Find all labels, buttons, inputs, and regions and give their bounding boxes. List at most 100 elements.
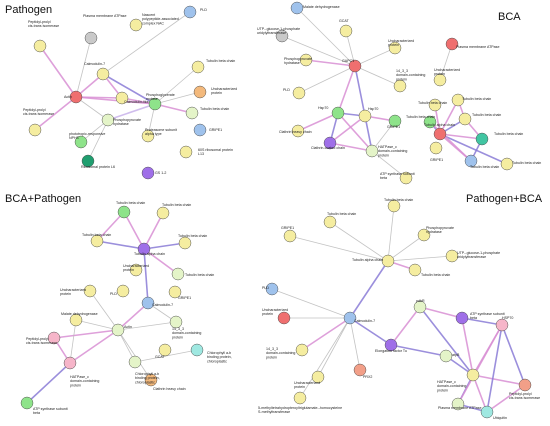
bca-node-hsp1[interactable] — [331, 106, 345, 120]
bca_pathogen-node-chl2[interactable] — [128, 355, 142, 369]
bca_pathogen-node-atp[interactable] — [20, 396, 34, 410]
bca_pathogen-node-label-pld: PLD — [110, 292, 117, 296]
pathogen-node-pld[interactable] — [183, 5, 197, 19]
bca-node-chc[interactable] — [291, 124, 305, 138]
pathogen_bca-node-utp[interactable] — [445, 249, 459, 263]
bca-node-talpha[interactable] — [433, 127, 447, 141]
bca-node-t2[interactable] — [428, 98, 442, 112]
pathogen_bca-node-talpha[interactable] — [381, 254, 395, 268]
pathogen_bca-node-unc2[interactable] — [311, 370, 325, 384]
pathogen-node-unc[interactable] — [193, 85, 207, 99]
bca_pathogen-edge-d14-act — [117, 321, 177, 331]
bca_pathogen-node-ppi[interactable] — [47, 331, 61, 345]
pathogen-node-prl[interactable] — [74, 135, 88, 149]
pathogen_bca-node-prx[interactable] — [353, 363, 367, 377]
bca-node-tb4[interactable] — [475, 132, 489, 146]
pathogen_bca-node-hsp90[interactable] — [495, 318, 509, 332]
bca_pathogen-node-act[interactable] — [111, 323, 125, 337]
bca-node-unc1[interactable] — [388, 41, 402, 55]
pathogen-node-rib6[interactable] — [81, 154, 95, 168]
bca_pathogen-edge-t1-talpha — [123, 211, 145, 250]
bca-node-t5[interactable] — [423, 115, 437, 129]
bca_pathogen-node-unc1[interactable] — [129, 263, 143, 277]
bca-node-hsp2[interactable] — [358, 109, 372, 123]
pathogen_bca-node-eft[interactable] — [384, 338, 398, 352]
pathogen-node-act[interactable] — [69, 90, 83, 104]
bca_pathogen-edge-talpha-cal7 — [143, 248, 149, 304]
pathogen_bca-node-ppi[interactable] — [518, 378, 532, 392]
bca_pathogen-node-gcat[interactable] — [158, 343, 172, 357]
pathogen_bca-node-cal7[interactable] — [343, 311, 357, 325]
bca-node-gapc[interactable] — [348, 59, 362, 73]
bca_pathogen-node-t2[interactable] — [156, 206, 170, 220]
pathogen-node-pma[interactable] — [84, 31, 98, 45]
pathogen-node-tub1[interactable] — [191, 60, 205, 74]
bca-edge-hsp1-hatp — [337, 112, 373, 152]
bca-node-uncb[interactable] — [433, 73, 447, 87]
bca_pathogen-node-talpha[interactable] — [137, 242, 151, 256]
pathogen_bca-node-pld[interactable] — [265, 282, 279, 296]
bca-node-utp[interactable] — [275, 29, 289, 43]
pathogen_bca-node-d14[interactable] — [295, 343, 309, 357]
bca_pathogen-node-gripe[interactable] — [168, 285, 182, 299]
pathogen-node-gripe1[interactable] — [193, 123, 207, 137]
pathogen_bca-node-pdbr[interactable] — [413, 300, 427, 314]
bca-node-d14[interactable] — [393, 79, 407, 93]
pathogen-node-rib60[interactable] — [179, 145, 193, 159]
pathogen-node-nac[interactable] — [129, 18, 143, 32]
bca-node-pma[interactable] — [445, 37, 459, 51]
pathogen-node-calike[interactable] — [115, 91, 129, 105]
pathogen_bca-edge-cal7-prx — [349, 317, 361, 371]
pathogen_bca-node-pph[interactable] — [417, 228, 431, 242]
pathogen_bca-node-mmm[interactable] — [293, 391, 307, 405]
pathogen_bca-node-t1[interactable] — [323, 215, 337, 229]
bca_pathogen-node-d14[interactable] — [169, 315, 183, 329]
bca_pathogen-node-chc[interactable] — [144, 373, 158, 387]
pathogen_bca-node-pmat[interactable] — [451, 397, 465, 411]
pathogen-node-prot[interactable] — [141, 129, 155, 143]
pathogen_bca-node-ubi[interactable] — [480, 405, 494, 419]
bca_pathogen-node-t1[interactable] — [117, 205, 131, 219]
bca-node-gripe[interactable] — [388, 114, 402, 128]
pathogen_bca-node-unc1[interactable] — [277, 311, 291, 325]
bca-node-t7[interactable] — [500, 157, 514, 171]
bca-node-t3[interactable] — [458, 112, 472, 126]
bca_pathogen-node-label-cal7: Calmodulin-7 — [152, 303, 173, 307]
pathogen-node-ppi2[interactable] — [28, 123, 42, 137]
bca_pathogen-node-t3[interactable] — [90, 234, 104, 248]
bca-node-atp[interactable] — [399, 171, 413, 185]
bca_pathogen-edge-t3-t1 — [96, 211, 125, 242]
pathogen_bca-node-gripe[interactable] — [283, 229, 297, 243]
pathogen-node-pgm[interactable] — [148, 97, 162, 111]
bca-node-gp2[interactable] — [429, 141, 443, 155]
bca_pathogen-node-uncp[interactable] — [83, 284, 97, 298]
bca_pathogen-node-pld[interactable] — [116, 284, 130, 298]
pathogen-node-ppp[interactable] — [101, 113, 115, 127]
pathogen-node-g[interactable] — [141, 166, 155, 180]
bca-node-t1[interactable] — [451, 93, 465, 107]
bca_pathogen-node-cal7[interactable] — [141, 296, 155, 310]
bca-node-pld[interactable] — [292, 86, 306, 100]
bca-node-pph[interactable] — [299, 53, 313, 67]
bca_pathogen-node-chl[interactable] — [190, 343, 204, 357]
bca-node-cc[interactable] — [323, 136, 337, 150]
pathogen_bca-node-atp[interactable] — [455, 311, 469, 325]
bca-node-gcat[interactable] — [339, 24, 353, 38]
pathogen_bca-node-t2[interactable] — [408, 263, 422, 277]
bca-node-mdh[interactable] — [290, 1, 304, 15]
bca_pathogen-node-t4[interactable] — [178, 236, 192, 250]
bca_pathogen-node-mdh[interactable] — [69, 313, 83, 327]
pathogen_bca-node-tb0[interactable] — [387, 199, 401, 213]
pathogen-node-tub2[interactable] — [185, 106, 199, 120]
pathogen_bca-edge-hatp-ubi — [472, 374, 488, 413]
pathogen-edge-act-ppi2 — [34, 96, 77, 131]
pathogen-node-cal7[interactable] — [96, 67, 110, 81]
bca-node-hatp[interactable] — [365, 144, 379, 158]
bca_pathogen-node-hatp[interactable] — [63, 356, 77, 370]
pathogen_bca-node-atpb[interactable] — [439, 349, 453, 363]
pathogen_bca-node-hatp[interactable] — [466, 368, 480, 382]
pathogen_bca-edge-hsp90-ubi — [486, 324, 503, 413]
bca-node-t6[interactable] — [464, 154, 478, 168]
pathogen-node-pam[interactable] — [33, 39, 47, 53]
bca_pathogen-node-t5[interactable] — [171, 267, 185, 281]
